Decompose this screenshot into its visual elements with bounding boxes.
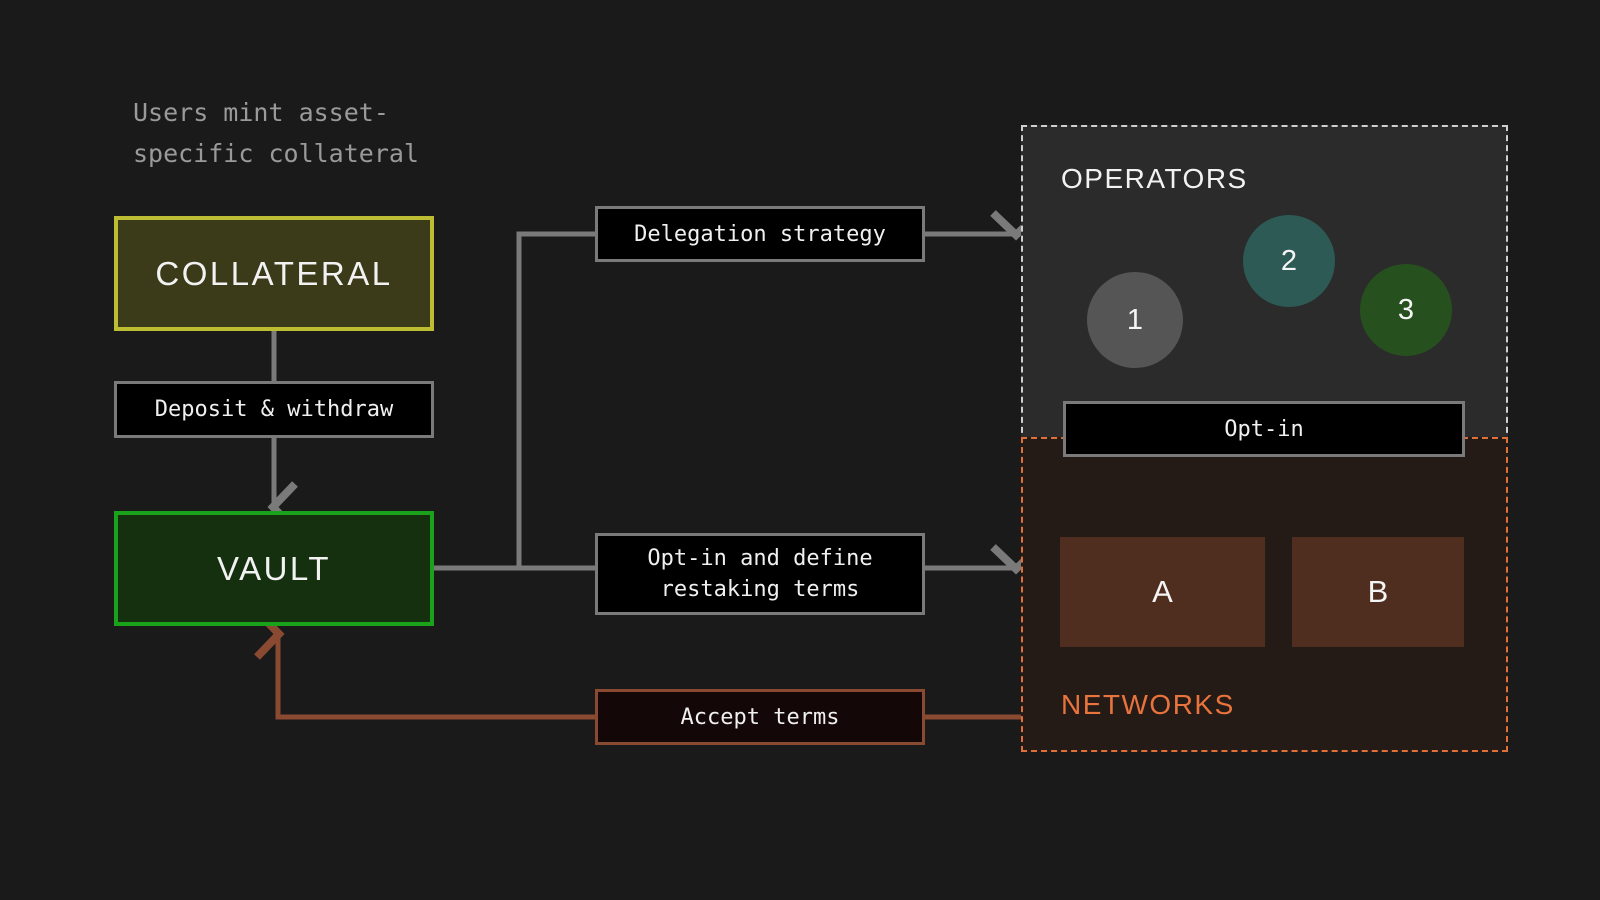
- collateral-node[interactable]: COLLATERAL: [114, 216, 434, 331]
- network-node-a[interactable]: A: [1060, 537, 1265, 647]
- operator-node-1-label: 1: [1126, 303, 1144, 336]
- accept-terms-label[interactable]: Accept terms: [595, 689, 925, 745]
- optin-restaking-terms-label-text: Opt-in and define restaking terms: [647, 546, 873, 602]
- operator-node-2[interactable]: 2: [1243, 215, 1335, 307]
- edge-vault-to-delegation: [434, 231, 595, 571]
- optin-restaking-terms-label[interactable]: Opt-in and define restaking terms: [595, 533, 925, 615]
- deposit-withdraw-label[interactable]: Deposit & withdraw: [114, 381, 434, 438]
- network-node-b-label: B: [1367, 574, 1389, 609]
- operators-group-title: OPERATORS: [1061, 163, 1248, 194]
- operator-node-1[interactable]: 1: [1087, 272, 1183, 368]
- delegation-strategy-label-text: Delegation strategy: [634, 221, 886, 247]
- network-node-b[interactable]: B: [1292, 537, 1464, 647]
- networks-group-title: NETWORKS: [1061, 689, 1235, 720]
- collateral-node-label: COLLATERAL: [155, 254, 393, 292]
- deposit-withdraw-label-text: Deposit & withdraw: [154, 397, 394, 422]
- operator-node-2-label: 2: [1280, 244, 1298, 277]
- delegation-strategy-label[interactable]: Delegation strategy: [595, 206, 925, 262]
- vault-node-label: VAULT: [217, 549, 331, 587]
- caption-users-mint: Users mint asset- specific collateral: [133, 98, 419, 168]
- optin-bar[interactable]: Opt-in: [1063, 401, 1465, 457]
- vault-node[interactable]: VAULT: [114, 511, 434, 626]
- accept-terms-label-text: Accept terms: [680, 704, 840, 730]
- optin-bar-label: Opt-in: [1224, 416, 1304, 442]
- operator-node-3[interactable]: 3: [1360, 264, 1452, 356]
- network-node-a-label: A: [1152, 574, 1173, 609]
- operator-node-3-label: 3: [1397, 293, 1415, 326]
